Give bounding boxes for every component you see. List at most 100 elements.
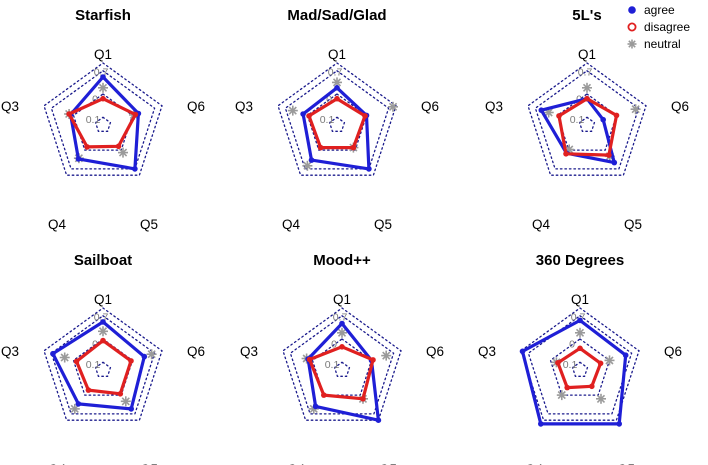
data-point-neutral	[146, 349, 157, 360]
data-point-agree	[334, 85, 340, 91]
axis-label-q4: Q4	[48, 462, 67, 465]
axis-label-q3: Q3	[478, 344, 496, 359]
data-point-agree	[141, 353, 148, 360]
axis-label-q6: Q6	[421, 99, 439, 114]
data-point-agree	[375, 417, 382, 424]
axis-label-q5: Q5	[374, 217, 392, 232]
data-point-disagree	[339, 344, 345, 350]
data-point-neutral	[604, 355, 615, 366]
data-point-disagree	[606, 152, 612, 158]
axis-label-q3: Q3	[1, 344, 19, 359]
grid-ring	[94, 116, 112, 132]
data-point-neutral	[98, 326, 108, 337]
grid-ring	[328, 116, 346, 132]
axis-label-q5: Q5	[140, 462, 158, 465]
panel-title: Starfish	[75, 7, 131, 24]
series-disagree	[73, 337, 134, 397]
axis-label-q4: Q4	[48, 217, 67, 232]
data-point-neutral	[287, 105, 298, 116]
grid-ring	[578, 116, 596, 132]
data-point-disagree	[100, 337, 106, 344]
axis-label-q4: Q4	[532, 217, 551, 232]
series-line-disagree	[67, 97, 137, 149]
legend-marker	[628, 6, 636, 14]
axis-label-q5: Q5	[617, 462, 635, 465]
tick-label: 0.1	[320, 114, 335, 126]
series-line-agree	[301, 86, 371, 171]
series-neutral	[59, 326, 157, 414]
series-line-disagree	[307, 97, 367, 150]
data-point-agree	[75, 156, 82, 162]
tick-label: 0	[331, 338, 337, 350]
tick-label: 0	[92, 93, 98, 105]
legend-label: disagree	[644, 20, 690, 34]
data-point-agree	[519, 348, 526, 355]
data-point-neutral	[388, 101, 398, 112]
grid-ring	[50, 69, 156, 170]
series-disagree	[306, 95, 368, 151]
data-point-disagree	[115, 143, 122, 150]
axis-label-q5: Q5	[140, 217, 158, 232]
data-point-disagree	[556, 113, 562, 119]
data-point-disagree	[73, 358, 80, 365]
axis-label-q1: Q1	[571, 292, 589, 307]
legend: agree disagree neutral	[627, 3, 690, 51]
data-point-disagree	[584, 95, 590, 102]
axis-label-q3: Q3	[235, 99, 253, 114]
axis-label-q1: Q1	[578, 47, 596, 62]
data-point-disagree	[589, 383, 595, 390]
axis-label-q5: Q5	[624, 217, 642, 232]
data-point-disagree	[370, 357, 376, 363]
data-point-neutral	[98, 82, 108, 93]
axis-label-q5: Q5	[379, 462, 397, 465]
data-point-neutral	[118, 147, 128, 158]
tick-label: 0.1	[325, 359, 340, 371]
data-point-disagree	[85, 387, 92, 393]
data-point-neutral	[596, 393, 606, 404]
data-point-agree	[100, 319, 106, 325]
series-agree	[519, 317, 629, 427]
tick-label: 0	[569, 338, 575, 350]
data-point-neutral	[332, 77, 342, 88]
legend-entry-disagree: disagree	[627, 20, 690, 34]
data-point-disagree	[84, 144, 90, 150]
data-point-disagree	[306, 113, 312, 119]
legend-marker	[627, 22, 637, 32]
data-point-disagree	[306, 356, 313, 363]
data-point-disagree	[555, 360, 561, 366]
axis-label-q3: Q3	[240, 344, 258, 359]
tick-label: 0.1	[563, 359, 578, 371]
data-point-neutral	[543, 107, 554, 118]
data-point-agree	[622, 352, 629, 359]
grid-ring	[556, 93, 618, 151]
axis-label-q4: Q4	[287, 462, 306, 465]
tick-label: 0.7	[328, 67, 343, 79]
grid-ring	[571, 361, 589, 377]
grid-ring	[306, 93, 368, 151]
grid-ring	[43, 62, 163, 176]
data-point-agree	[300, 111, 306, 117]
grid-ring	[333, 361, 351, 377]
data-point-disagree	[360, 396, 366, 402]
data-point-disagree	[597, 360, 604, 367]
legend-label: agree	[644, 3, 675, 17]
grid-ring	[527, 314, 633, 415]
data-point-disagree	[128, 358, 134, 364]
grid-ring	[311, 338, 373, 396]
axis-label-q1: Q1	[333, 292, 351, 307]
data-point-disagree	[100, 95, 106, 102]
tick-label: 0.7	[578, 67, 593, 79]
data-point-disagree	[117, 391, 124, 397]
data-point-neutral	[630, 104, 641, 115]
data-point-neutral	[302, 160, 313, 171]
data-point-neutral	[582, 82, 592, 93]
data-point-agree	[616, 421, 622, 427]
legend-marker	[627, 39, 637, 49]
tick-label: 0.1	[86, 114, 101, 126]
legend-entry-neutral: neutral	[627, 37, 681, 51]
series-neutral	[287, 77, 398, 171]
axis-label-q4: Q4	[282, 217, 301, 232]
axis-label-q6: Q6	[671, 99, 689, 114]
